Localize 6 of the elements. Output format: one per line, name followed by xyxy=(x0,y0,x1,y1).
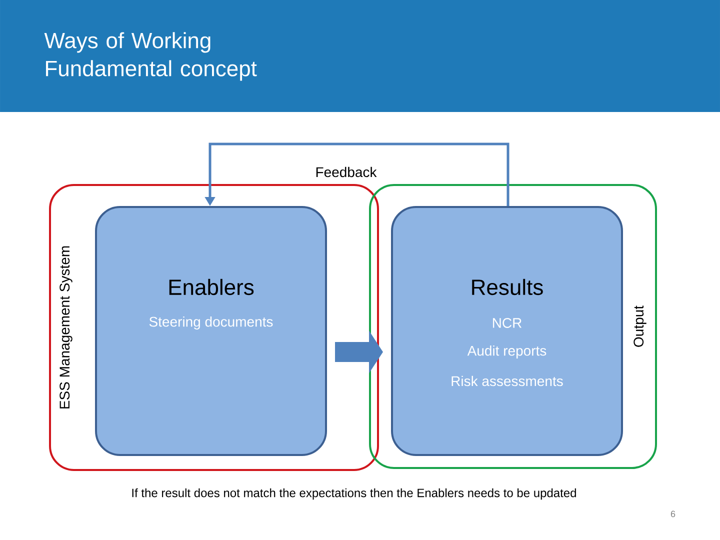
title: Ways of Working Fundamental concept xyxy=(44,32,257,81)
rounded-box: Enablers Steering documents xyxy=(95,206,327,456)
caption: If the result does not match the expectations then the Enablers needs to be updated xyxy=(132,488,576,500)
page-number: 6 xyxy=(670,510,676,518)
edge-label: Feedback xyxy=(314,166,378,178)
rounded-box: Results NCR Audit reports Risk assessments xyxy=(391,206,623,456)
